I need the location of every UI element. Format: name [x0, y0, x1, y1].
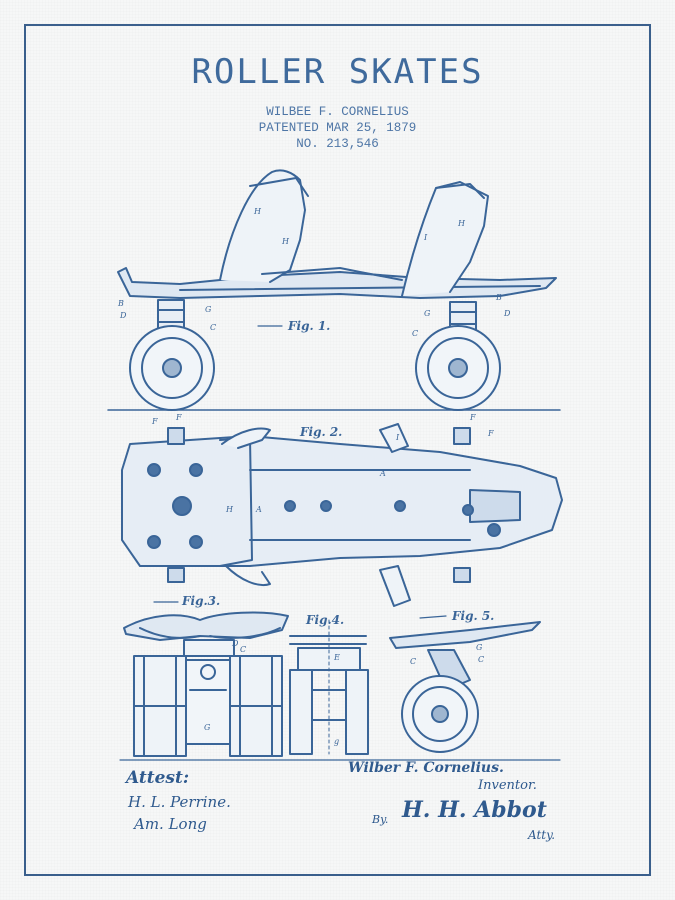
- witness-signature-2: Am. Long: [134, 815, 207, 833]
- inventor-line: WILBEE F. CORNELIUS: [266, 105, 409, 119]
- patent-date-line: PATENTED MAR 25, 1879: [258, 121, 417, 135]
- svg-text:C: C: [410, 657, 416, 666]
- fig3-label: Fig.3.: [181, 594, 220, 608]
- inventor-label: Inventor.: [478, 778, 537, 793]
- fig2-top-view: F F F F A I H A Fig. 2.: [121, 413, 563, 607]
- svg-text:F: F: [469, 413, 476, 422]
- svg-text:H: H: [225, 505, 234, 514]
- fig3-front-view: D C G Fig.3.: [123, 594, 289, 757]
- attorney-label: Atty.: [528, 828, 556, 842]
- svg-text:g: g: [334, 737, 339, 746]
- svg-text:A: A: [379, 469, 386, 478]
- fig5-detail-view: G C C Fig. 5.: [389, 609, 541, 753]
- patent-number-line: NO. 213,546: [296, 137, 379, 151]
- svg-text:C: C: [478, 655, 484, 664]
- svg-text:A: A: [255, 505, 262, 514]
- fig4-label: Fig.4.: [305, 613, 344, 627]
- svg-text:C: C: [412, 329, 418, 338]
- svg-text:D: D: [119, 311, 127, 320]
- svg-text:I: I: [395, 433, 400, 442]
- border-frame: [24, 24, 651, 876]
- svg-text:H: H: [281, 237, 290, 246]
- svg-text:I: I: [423, 233, 428, 242]
- svg-text:H: H: [457, 219, 466, 228]
- attest-label: Attest:: [126, 768, 190, 788]
- svg-text:C: C: [240, 645, 246, 654]
- svg-text:G: G: [476, 643, 483, 652]
- svg-text:F: F: [487, 429, 494, 438]
- fig2-label: Fig. 2.: [299, 425, 342, 439]
- fig1-side-view: H H I H B D G C G C: [107, 169, 561, 411]
- fig4-section-view: E g Fig.4.: [289, 613, 369, 755]
- inventor-signature: Wilber F. Cornelius.: [348, 760, 504, 776]
- svg-text:D: D: [231, 639, 239, 648]
- fig1-label: Fig. 1.: [287, 319, 330, 333]
- svg-text:G: G: [204, 723, 211, 732]
- svg-text:G: G: [205, 305, 212, 314]
- witness-signature-1: H. L. Perrine.: [128, 793, 231, 811]
- svg-text:H: H: [253, 207, 262, 216]
- document-title: ROLLER SKATES: [191, 52, 484, 92]
- fig5-label: Fig. 5.: [451, 609, 494, 623]
- svg-text:C: C: [210, 323, 216, 332]
- svg-text:D: D: [503, 309, 511, 318]
- attorney-signature: H. H. Abbot: [402, 797, 547, 823]
- svg-text:F: F: [151, 417, 158, 426]
- svg-text:E: E: [333, 653, 340, 662]
- svg-text:B: B: [117, 299, 124, 308]
- svg-text:B: B: [495, 293, 502, 302]
- svg-text:F: F: [175, 413, 182, 422]
- svg-text:G: G: [424, 309, 431, 318]
- by-label: By.: [372, 813, 389, 826]
